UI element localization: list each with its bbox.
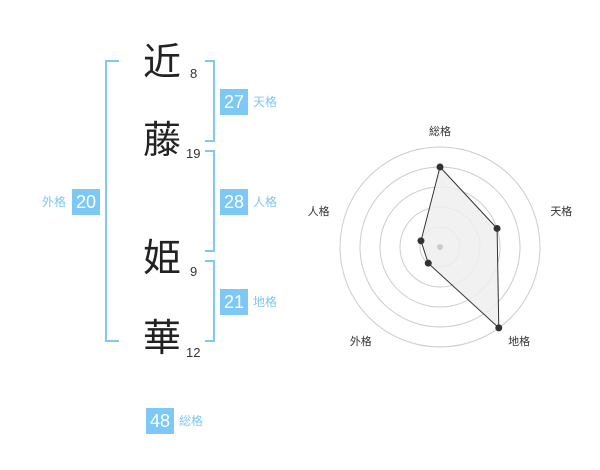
tenkaku-bracket [205,60,215,142]
radar-polygon [420,165,500,330]
tenkaku-label: 天格 [253,95,278,109]
radar-axis-label-3: 地格 [508,334,530,348]
radar-axis-label-2: 天格 [550,204,572,218]
tenkaku-badge: 27 [220,89,248,115]
radar-point-4 [424,259,432,267]
gaikaku-bracket [105,60,119,342]
soukaku-label: 総格 [179,414,204,428]
chikaku-bracket [205,260,215,342]
jinkaku-bracket [205,150,215,252]
stroke-count-3: 9 [190,264,198,279]
radar-point-1 [436,163,444,171]
chikaku-label: 地格 [253,295,278,309]
jinkaku-label: 人格 [253,195,278,209]
radar-axis-label-4: 外格 [350,334,372,348]
name-char-3: 姫 [143,236,182,280]
radar-point-2 [493,224,501,232]
name-char-2: 藤 [143,118,182,162]
radar-point-3 [495,324,503,332]
jinkaku-badge: 28 [220,189,248,215]
stroke-count-4: 12 [186,345,201,360]
radar-axis-label-1: 総格 [429,124,451,138]
stroke-count-1: 8 [190,66,198,81]
stroke-count-2: 19 [186,146,201,161]
gaikaku-badge: 20 [72,189,100,215]
radar-point-5 [417,237,425,245]
chikaku-badge: 21 [220,289,248,315]
name-char-1: 近 [143,40,182,84]
gaikaku-label: 外格 [42,195,67,209]
radar-axis-label-5: 人格 [308,204,330,218]
radar-ring-5 [339,146,541,348]
radar-center-dot [437,244,443,250]
soukaku-badge: 48 [146,408,174,434]
name-char-4: 華 [143,316,182,360]
